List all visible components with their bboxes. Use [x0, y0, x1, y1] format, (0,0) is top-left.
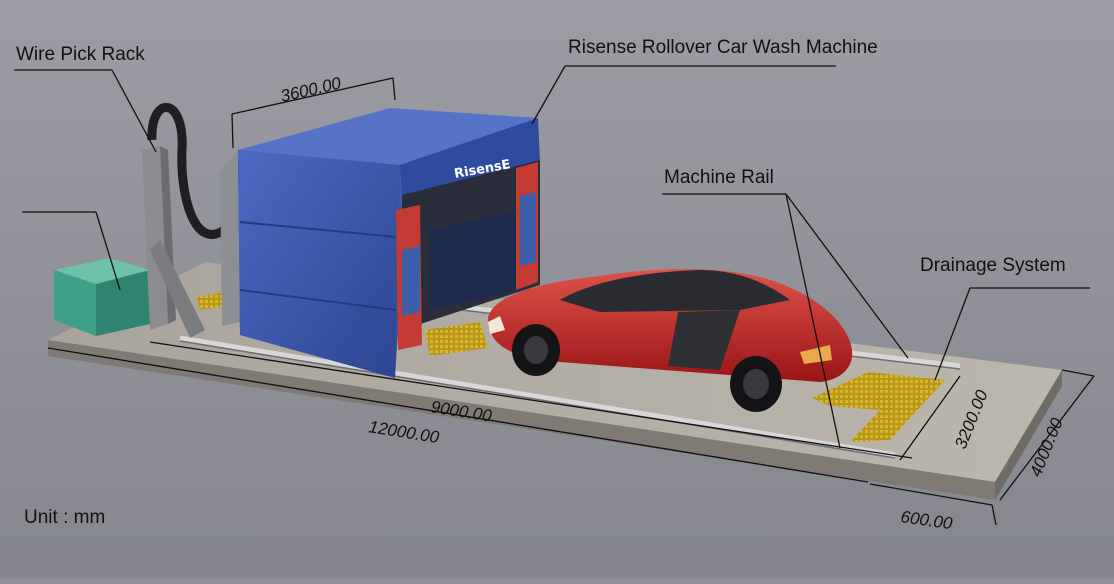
- dimension-lines: [47, 77, 1095, 526]
- callout-car-wash-machine: Risense Rollover Car Wash Machine: [568, 37, 878, 58]
- callout-leaders: [14, 65, 1090, 449]
- drainage-system: [196, 291, 945, 442]
- callout-drainage-system: Drainage System: [920, 255, 1066, 276]
- sports-car: [488, 269, 853, 412]
- control-box: [54, 258, 150, 336]
- callout-machine-rail: Machine Rail: [664, 167, 774, 188]
- car-wash-machine: RisensE: [220, 108, 540, 378]
- unit-label: Unit : mm: [24, 507, 106, 528]
- wire-pick-rack: [142, 103, 243, 338]
- callout-wire-pick-rack: Wire Pick Rack: [16, 44, 145, 65]
